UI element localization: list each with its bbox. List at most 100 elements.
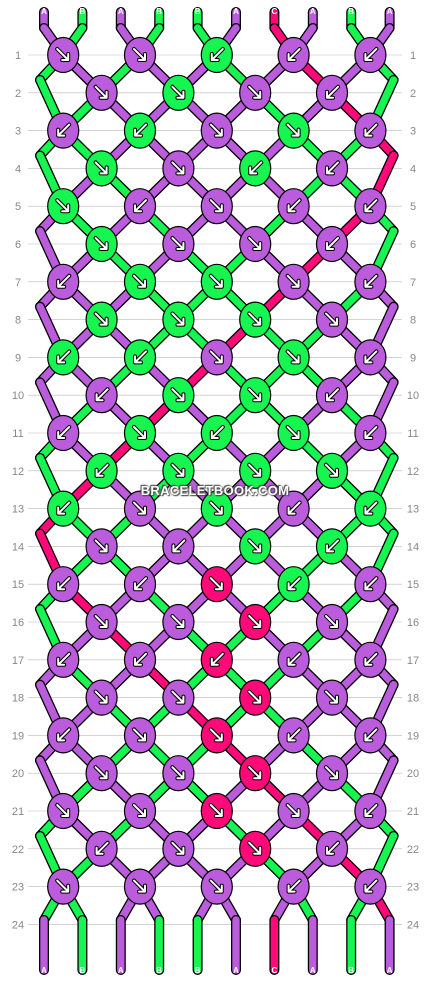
knot xyxy=(277,112,310,149)
arrow-down-left-icon xyxy=(210,426,224,439)
row-number-left: 14 xyxy=(12,541,24,553)
arrow-down-right-icon xyxy=(94,615,108,628)
knot xyxy=(47,36,80,74)
strand-label-top: B xyxy=(195,7,201,16)
arrow-down-left-icon xyxy=(364,274,378,288)
knot xyxy=(354,188,387,225)
arrow-down-left-icon xyxy=(364,577,378,591)
knot xyxy=(277,717,310,754)
row-number-left: 19 xyxy=(12,730,24,742)
knot xyxy=(200,792,233,830)
knot xyxy=(162,74,195,111)
knot xyxy=(200,263,233,300)
knot xyxy=(354,36,387,74)
strand-label-bottom: B xyxy=(156,966,162,975)
knot xyxy=(239,150,272,187)
knot xyxy=(123,339,157,376)
knot xyxy=(239,755,272,792)
row-number-right: 2 xyxy=(410,88,416,100)
row-number-left: 12 xyxy=(12,466,24,478)
strand-label-top: A xyxy=(118,7,124,16)
arrow-down-right-icon xyxy=(248,766,262,780)
knot xyxy=(239,528,272,565)
knot xyxy=(85,452,118,489)
arrow-down-left-icon xyxy=(364,199,378,213)
arrow-down-right-icon xyxy=(94,237,108,250)
row-number-left: 2 xyxy=(15,88,21,100)
strand-label-bottom: A xyxy=(41,966,47,975)
row-number-left: 24 xyxy=(12,919,24,931)
arrow-down-left-icon xyxy=(134,652,147,666)
knot xyxy=(123,414,157,452)
arrow-down-right-icon xyxy=(325,463,338,477)
knot xyxy=(277,490,310,527)
knot xyxy=(200,112,233,149)
arrow-down-left-icon xyxy=(134,350,147,364)
knot xyxy=(315,225,349,263)
arrow-down-right-icon xyxy=(209,274,223,288)
strand-label-top: A xyxy=(41,7,47,16)
row-number-right: 10 xyxy=(407,390,419,402)
knot xyxy=(85,225,118,263)
knot xyxy=(200,868,233,905)
knot xyxy=(239,301,272,338)
arrow-down-left-icon xyxy=(326,841,339,855)
knot xyxy=(85,755,118,792)
knot xyxy=(239,830,272,867)
arrow-down-left-icon xyxy=(287,48,301,61)
arrow-down-right-icon xyxy=(209,123,223,137)
strand-label-top: A xyxy=(233,7,239,16)
knot xyxy=(123,717,157,754)
arrow-down-right-icon xyxy=(325,615,338,628)
knot xyxy=(239,225,272,263)
arrow-down-left-icon xyxy=(134,123,147,137)
arrow-down-right-icon xyxy=(94,690,108,704)
row-number-left: 17 xyxy=(12,655,24,667)
knot xyxy=(354,414,387,452)
knot xyxy=(47,717,80,754)
arrow-down-left-icon xyxy=(95,841,109,855)
knot xyxy=(277,566,310,603)
knot xyxy=(354,717,387,754)
row-number-right: 11 xyxy=(407,428,418,440)
arrow-down-left-icon xyxy=(364,48,378,61)
row-number-right: 20 xyxy=(407,768,419,780)
knot xyxy=(85,150,118,187)
knot xyxy=(277,868,310,905)
knot xyxy=(47,414,80,452)
arrow-down-right-icon xyxy=(209,728,223,742)
arrow-down-left-icon xyxy=(287,728,301,742)
strand-label-bottom: B xyxy=(348,966,354,975)
arrow-down-right-icon xyxy=(133,48,146,61)
knot xyxy=(85,603,118,641)
knot xyxy=(277,36,310,74)
arrow-down-right-icon xyxy=(286,274,300,288)
strand-label-top: B xyxy=(80,7,86,16)
strand-label-top: C xyxy=(272,7,278,16)
strand-label-bottom: A xyxy=(310,966,316,975)
arrow-down-left-icon xyxy=(95,388,109,402)
arrow-down-right-icon xyxy=(133,426,146,439)
row-number-right: 17 xyxy=(407,655,419,667)
arrow-down-left-icon xyxy=(326,539,339,553)
row-number-left: 4 xyxy=(15,163,21,175)
knot xyxy=(47,263,80,300)
row-number-left: 13 xyxy=(12,504,24,516)
knot xyxy=(277,263,310,300)
arrow-down-right-icon xyxy=(133,879,146,893)
row-number-left: 20 xyxy=(12,768,24,780)
arrow-down-right-icon xyxy=(209,501,223,515)
arrow-down-right-icon xyxy=(286,426,300,439)
arrow-down-left-icon xyxy=(57,350,71,364)
arrow-down-left-icon xyxy=(57,123,71,137)
arrow-down-left-icon xyxy=(364,879,378,893)
arrow-down-left-icon xyxy=(364,728,378,742)
strand-label-top: A xyxy=(387,7,393,16)
knot xyxy=(277,792,310,830)
knot xyxy=(200,641,233,678)
arrow-down-right-icon xyxy=(56,804,70,817)
arrow-down-right-icon xyxy=(171,237,185,250)
row-number-right: 5 xyxy=(410,201,416,213)
knot xyxy=(315,301,349,338)
knot xyxy=(47,112,80,149)
